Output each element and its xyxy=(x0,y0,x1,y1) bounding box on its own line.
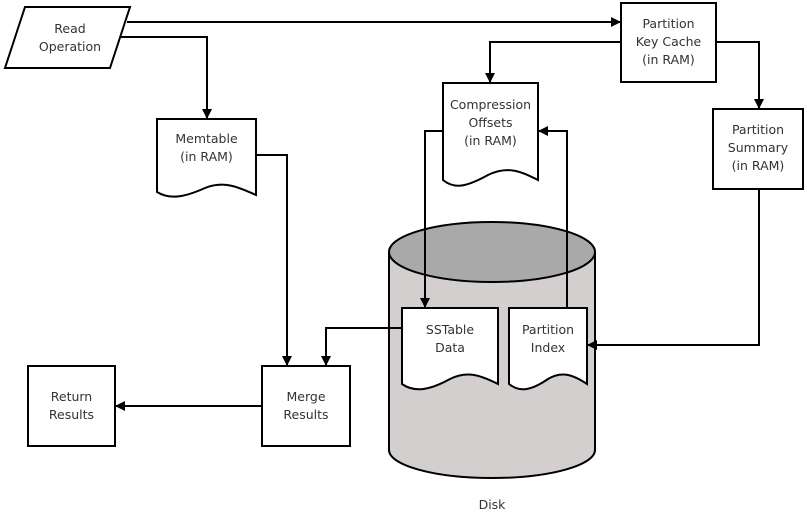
merge-results-shape xyxy=(261,365,351,447)
partition-key-cache-shape xyxy=(620,2,717,83)
sstable-data-label: SSTable Data xyxy=(425,322,475,355)
compression-offsets-label: Compression Offsets (in RAM) xyxy=(449,97,532,148)
read-operation-shape xyxy=(3,6,132,69)
arrow-key-cache-to-summary xyxy=(716,41,764,109)
partition-index-shape xyxy=(508,307,588,391)
read-operation-label: Read Operation xyxy=(38,21,102,54)
arrow-memtable-to-merge xyxy=(256,154,292,366)
arrow-compression-to-sstable xyxy=(420,130,443,308)
memtable-shape xyxy=(156,118,257,198)
compression-offsets-shape xyxy=(442,82,539,187)
partition-key-cache-label: Partition Key Cache (in RAM) xyxy=(635,16,702,67)
memtable-label: Memtable (in RAM) xyxy=(175,131,238,164)
arrow-key-cache-to-compression xyxy=(485,41,621,83)
return-results-label: Return Results xyxy=(48,389,95,422)
sstable-data-shape xyxy=(401,307,499,391)
merge-results-label: Merge Results xyxy=(283,389,329,422)
partition-summary-label: Partition Summary (in RAM) xyxy=(727,122,789,173)
arrow-sstable-to-merge xyxy=(321,327,402,366)
arrow-summary-to-index xyxy=(587,189,760,350)
disk-label: Disk xyxy=(478,497,506,512)
partition-index-label: Partition Index xyxy=(521,322,575,355)
arrow-read-to-memtable xyxy=(120,36,212,119)
disk-cylinder-top xyxy=(388,221,596,283)
arrow-index-to-compression xyxy=(538,126,568,308)
